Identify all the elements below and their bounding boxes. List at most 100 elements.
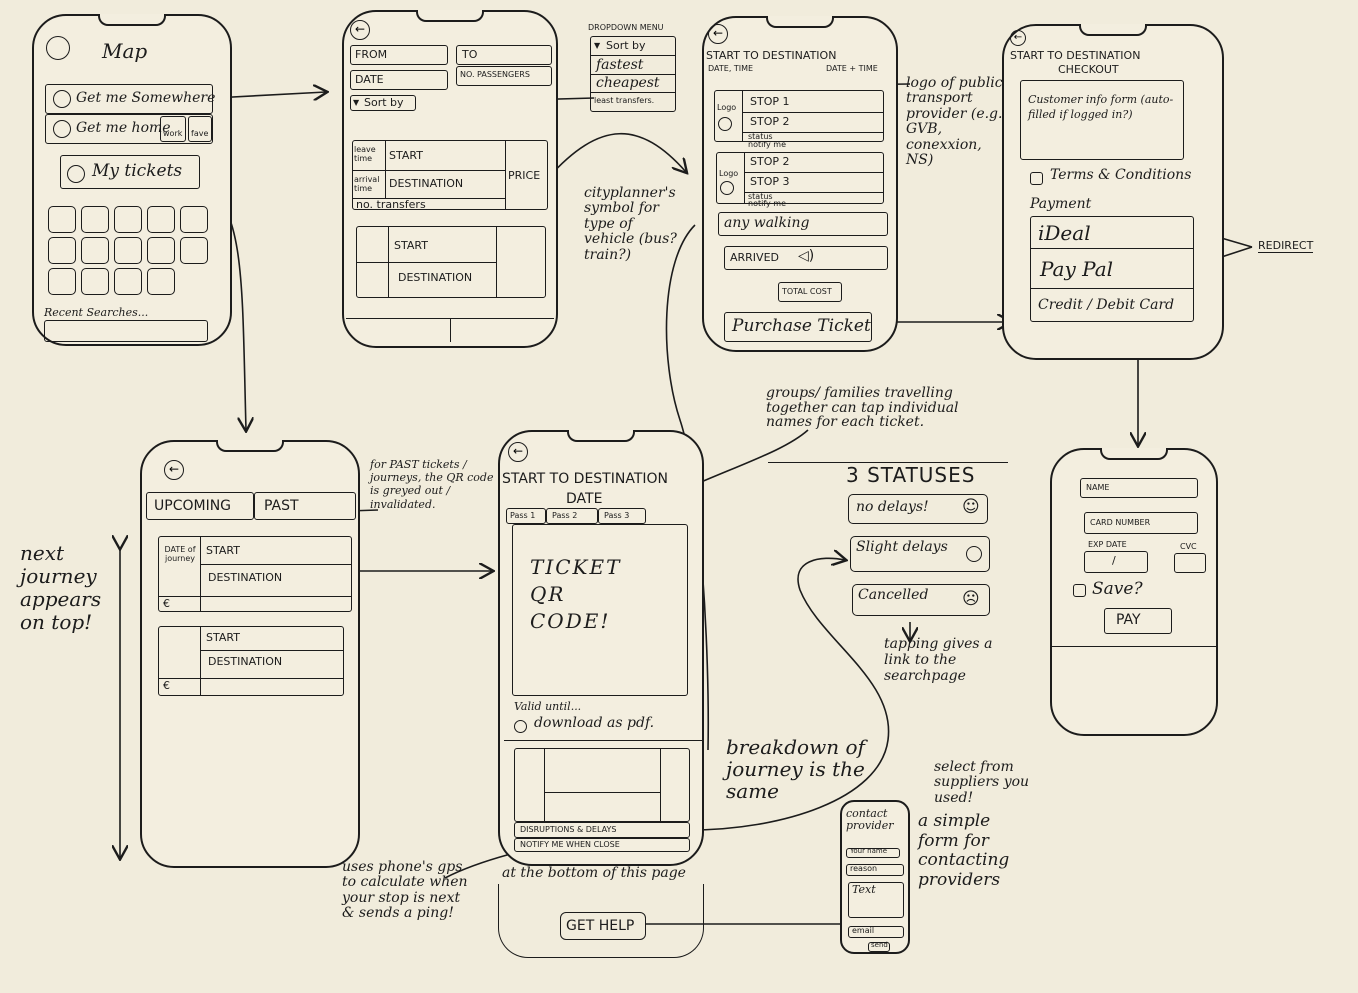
reason-field[interactable] (846, 864, 904, 876)
app-tile[interactable] (147, 237, 175, 264)
save-checkbox[interactable] (1073, 584, 1086, 597)
sound-icon[interactable]: ◁) (798, 248, 815, 264)
happy-face-icon: ☺ (962, 497, 980, 517)
app-tile[interactable] (48, 237, 76, 264)
fave-shortcut-button[interactable] (188, 116, 212, 142)
app-tile[interactable] (114, 268, 142, 295)
disruptions-row[interactable] (514, 822, 690, 838)
dropdown-item-cheapest[interactable]: cheapest (596, 75, 660, 91)
recent-searches-list[interactable] (44, 320, 208, 342)
ticket-card-1[interactable] (158, 536, 352, 612)
my-tickets-button[interactable] (60, 155, 200, 189)
leg-1-notify-me[interactable]: notify me (748, 140, 786, 149)
notify-when-close-button[interactable] (514, 838, 690, 852)
next-journey-note: next journey appears on top! (20, 541, 102, 634)
ticket-1-start: START (206, 544, 240, 557)
result-1-destination: DESTINATION (389, 177, 464, 190)
divider (742, 112, 884, 113)
gps-ping-note: uses phone's gps to calculate when your … (342, 859, 468, 922)
tapping-note: tapping gives a link to the searchpage (884, 636, 993, 685)
leave-time-label: leave time (354, 145, 376, 163)
paypal-option[interactable]: Pay Pal (1040, 257, 1114, 281)
card-number-field[interactable] (1084, 512, 1198, 534)
status-cancelled[interactable] (852, 584, 990, 616)
divider (590, 55, 676, 56)
date-field[interactable] (350, 70, 448, 90)
phone-notch (416, 10, 484, 22)
get-me-home-button[interactable] (45, 114, 213, 144)
back-arrow-icon[interactable]: ← (1010, 30, 1026, 46)
app-tile[interactable] (147, 268, 175, 295)
pay-button[interactable] (1104, 608, 1172, 634)
profile-icon[interactable] (46, 36, 70, 60)
text-field[interactable] (848, 882, 904, 918)
to-field[interactable] (456, 45, 552, 65)
ticket-card-2[interactable] (158, 626, 344, 696)
cvc-field[interactable] (1174, 553, 1206, 573)
app-tile[interactable] (114, 237, 142, 264)
card-number-label: CARD NUMBER (1090, 518, 1151, 527)
back-arrow-icon[interactable]: ← (350, 20, 370, 40)
divider (1030, 288, 1194, 289)
leg-2-notify-me[interactable]: notify me (748, 199, 786, 208)
back-arrow-icon[interactable]: ← (508, 442, 528, 462)
back-arrow-icon[interactable]: ← (164, 460, 184, 480)
download-pdf-link[interactable]: download as pdf. (534, 715, 655, 731)
send-button[interactable] (868, 942, 890, 952)
phone-notch (567, 430, 635, 442)
passengers-field[interactable] (456, 66, 552, 86)
your-name-field[interactable] (846, 848, 900, 858)
app-tile[interactable] (81, 206, 109, 233)
status-slight-delays[interactable] (850, 536, 990, 572)
purchase-ticket-button[interactable] (724, 312, 872, 342)
from-field[interactable] (350, 45, 448, 65)
dropdown-item-least-transfers[interactable]: least transfers. (594, 96, 655, 105)
journey-leg-2[interactable] (716, 152, 884, 204)
disruptions-label: DISRUPTIONS & DELAYS (520, 825, 617, 834)
app-tile[interactable] (48, 268, 76, 295)
back-arrow-icon[interactable]: ← (708, 24, 728, 44)
download-icon[interactable] (514, 720, 527, 733)
app-tile[interactable] (114, 206, 142, 233)
get-me-somewhere-button[interactable] (45, 84, 213, 114)
leg-2-stop-3: STOP 3 (750, 175, 790, 188)
passenger-tab-1[interactable] (506, 508, 546, 524)
fave-label: fave (191, 129, 209, 138)
passenger-tab-3[interactable] (598, 508, 646, 524)
get-help-button[interactable] (560, 912, 646, 940)
any-walking-label: any walking (724, 215, 810, 231)
divider (544, 792, 660, 793)
get-help-label: GET HELP (566, 918, 635, 934)
terms-checkbox[interactable] (1030, 172, 1043, 185)
sad-face-icon: ☹ (962, 589, 980, 609)
name-field[interactable] (1080, 478, 1198, 498)
leg-1-stop-1: STOP 1 (750, 95, 790, 108)
passenger-tab-2[interactable] (546, 508, 598, 524)
tab-past[interactable] (254, 492, 356, 520)
app-tile[interactable] (48, 206, 76, 233)
status-no-delays[interactable] (848, 494, 988, 524)
app-tile[interactable] (180, 237, 208, 264)
groups-families-note: groups/ families travelling together can… (766, 385, 959, 431)
dropdown-item-sort-by[interactable]: Sort by (606, 39, 646, 52)
journey-leg-1[interactable] (714, 90, 884, 142)
app-tile[interactable] (81, 237, 109, 264)
simple-form-note: a simple form for contacting providers (918, 811, 1010, 890)
tab-upcoming[interactable] (146, 492, 254, 520)
arrival-time-label: arrival time (354, 175, 380, 193)
customer-info-form[interactable] (1020, 80, 1184, 160)
dropdown-item-fastest[interactable]: fastest (596, 57, 644, 73)
app-tile[interactable] (81, 268, 109, 295)
email-field[interactable] (848, 926, 904, 938)
ideal-option[interactable]: iDeal (1038, 221, 1091, 245)
tab-past-label: PAST (264, 498, 299, 514)
sort-by-dropdown[interactable] (350, 95, 416, 111)
result-card-1[interactable] (352, 140, 548, 210)
work-shortcut-button[interactable] (160, 116, 186, 142)
arrived-label: ARRIVED (730, 251, 780, 264)
credit-card-option[interactable]: Credit / Debit Card (1038, 297, 1175, 313)
app-tile[interactable] (147, 206, 175, 233)
divider (200, 536, 201, 612)
exp-date-field[interactable] (1084, 551, 1148, 573)
app-tile[interactable] (180, 206, 208, 233)
